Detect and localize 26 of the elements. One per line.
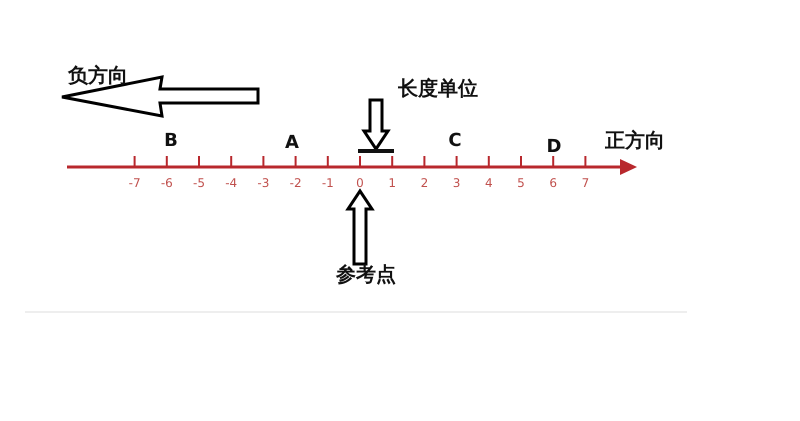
tick-label: -4 bbox=[225, 177, 238, 189]
tick-label: -6 bbox=[160, 177, 173, 189]
point-label: B bbox=[164, 132, 178, 150]
term-label: 长度单位 bbox=[397, 78, 479, 98]
tick-label: 2 bbox=[420, 177, 428, 189]
tick-label: -7 bbox=[128, 177, 141, 189]
arrow bbox=[361, 98, 391, 152]
unit-segment bbox=[358, 149, 394, 153]
tick-label: 7 bbox=[582, 177, 590, 189]
tick-label: -5 bbox=[193, 177, 205, 189]
point-label: D bbox=[546, 138, 562, 156]
tick-label: 1 bbox=[388, 177, 396, 189]
term-label: 参考点 bbox=[334, 264, 397, 284]
direction-label: 正方向 bbox=[605, 130, 665, 150]
tick-label: 0 bbox=[355, 177, 365, 189]
tick-label: 5 bbox=[517, 177, 525, 189]
tick-label: -3 bbox=[257, 177, 270, 189]
tick-label: 4 bbox=[484, 177, 493, 189]
tick-label: 3 bbox=[452, 177, 460, 189]
point-label: C bbox=[448, 132, 462, 150]
point-label: A bbox=[285, 134, 299, 152]
direction-label: 负方向 bbox=[68, 65, 128, 85]
arrow bbox=[345, 188, 375, 266]
tick-label: 6 bbox=[549, 177, 557, 189]
tick-label: -1 bbox=[322, 177, 334, 189]
tick-label: -2 bbox=[290, 177, 302, 189]
